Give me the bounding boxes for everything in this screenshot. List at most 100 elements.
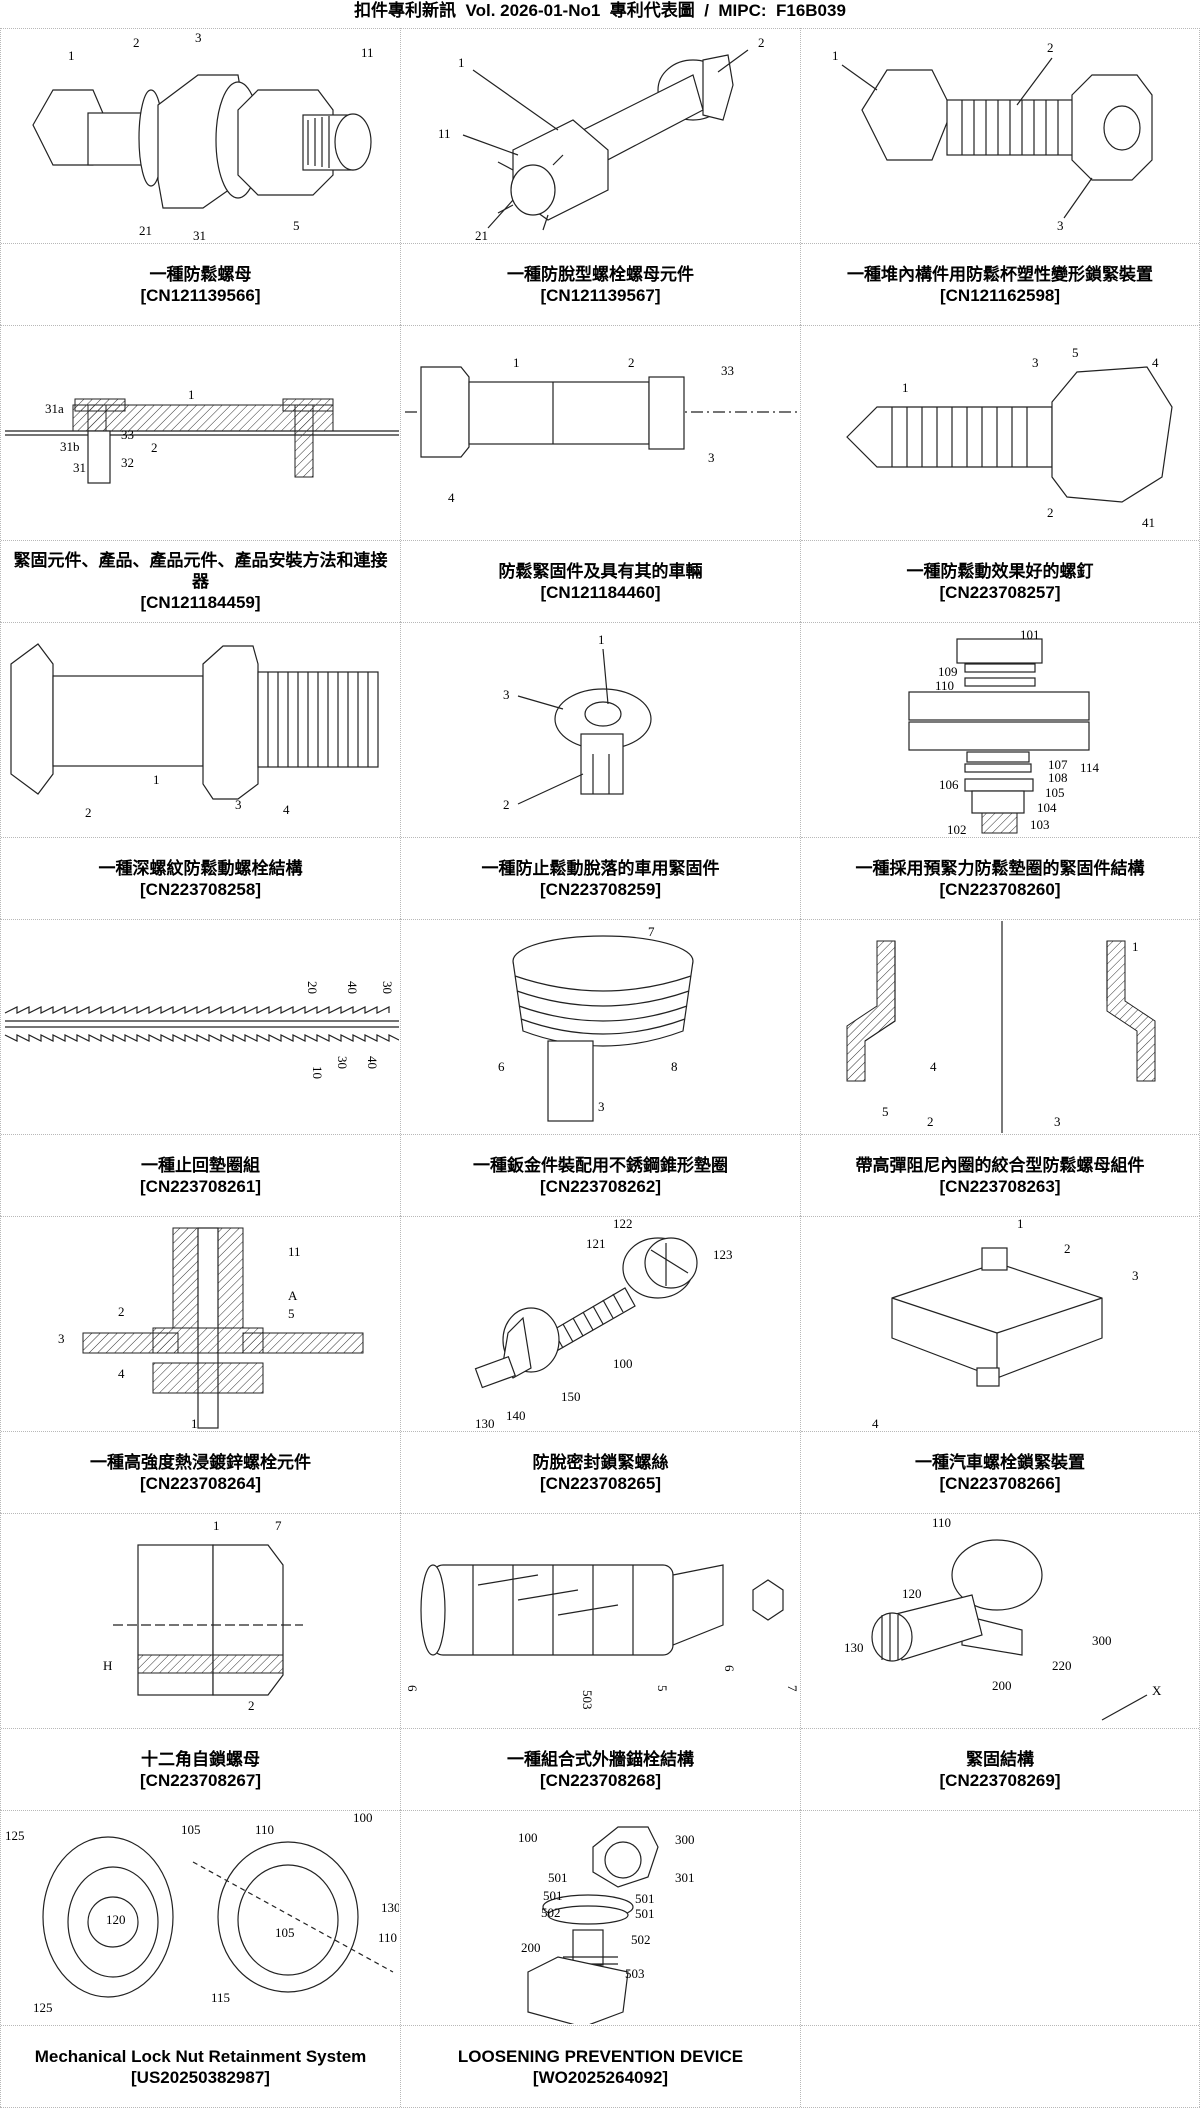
patent-title: 一種深螺紋防鬆動螺栓結構 [98, 858, 303, 878]
callout-label: 4 [930, 1059, 937, 1074]
patent-number[interactable]: [CN223708265] [540, 1473, 661, 1493]
callout-label: 501 [635, 1891, 655, 1906]
callout-label: 100 [518, 1830, 538, 1845]
callout-label: 7 [648, 924, 655, 939]
patent-number[interactable]: [CN223708264] [140, 1473, 261, 1493]
patent-card: 2 1 3 4 一種深螺紋防鬆動螺栓結構 [CN223708258] [0, 622, 400, 919]
patent-title: 一種採用預緊力防鬆墊圈的緊固件結構 [855, 858, 1145, 878]
patent-drawing: 1 4 5 2 3 [801, 920, 1199, 1135]
patent-number[interactable]: [WO2025264092] [532, 2067, 669, 2087]
callout-label: 2 [85, 805, 92, 820]
callout-label: 7 [785, 1685, 799, 1692]
patent-card: 31a 1 31b 31 33 32 2 緊固元件、產品、產品元件、產品安裝方法… [0, 325, 400, 622]
patent-number[interactable]: [CN223708267] [140, 1770, 261, 1790]
patent-number[interactable]: [CN223708268] [540, 1770, 661, 1790]
callout-label: 1 [188, 387, 195, 402]
patent-caption: 一種防鬆動效果好的螺釘 [CN223708257] [801, 541, 1199, 622]
patent-number[interactable]: [CN121184459] [140, 593, 261, 612]
preload-washer-drawing: 101 109 110 114 107 108 106 105 104 103 … [908, 627, 1100, 836]
patent-drawing: 1 7 H 2 [1, 1514, 400, 1729]
patent-number[interactable]: [CN223708262] [540, 1176, 661, 1196]
callout-label: 2 [248, 1698, 255, 1713]
patent-drawing: 11 2 A 5 3 4 1 [1, 1217, 400, 1432]
grid-row: 11 2 A 5 3 4 1 一種高強度熱浸鍍鋅螺栓元件 [CN22370826… [0, 1216, 1200, 1513]
patent-caption: 帶高彈阻尼內圈的絞合型防鬆螺母組件 [CN223708263] [801, 1135, 1199, 1216]
patent-number[interactable]: [CN223708269] [939, 1770, 1061, 1790]
patent-drawing: 125 105 110 100 120 105 110 130 125 115 [1, 1811, 400, 2026]
patent-title: 一種防鬆動效果好的螺釘 [906, 561, 1094, 581]
grid-row: 1 2 3 11 21 31 5 一種防鬆螺母 [CN121139566] [0, 28, 1200, 325]
patent-caption: 緊固元件、產品、產品元件、產品安裝方法和連接器 [CN121184459] [1, 541, 400, 622]
callout-label: 502 [541, 1905, 561, 1920]
sealing-screw-drawing: 122 121 123 100 150 140 130 [474, 1218, 732, 1430]
patent-number[interactable]: [CN223708260] [939, 879, 1061, 899]
patent-number[interactable]: [CN223708259] [540, 879, 661, 899]
callout-label: 10 [310, 1066, 325, 1079]
patent-title: 防脫密封鎖緊螺絲 [532, 1452, 669, 1472]
patent-number[interactable]: [US20250382987] [131, 2067, 270, 2087]
patent-number[interactable]: [CN121184460] [540, 582, 661, 602]
patent-card: 110 120 130 300 220 200 X 緊固結構 [CN223708… [800, 1513, 1200, 1810]
patent-card: 7 6 8 3 一種鈑金件裝配用不銹鋼錐形墊圈 [CN223708262] [400, 919, 800, 1216]
callout-label: 1 [213, 1518, 220, 1533]
callout-label: 1 [191, 1416, 198, 1430]
patent-caption: 十二角自鎖螺母 [CN223708267] [1, 1729, 400, 1810]
callout-label: 130 [381, 1900, 399, 1915]
twelve-point-nut-drawing: 1 7 H 2 [103, 1518, 303, 1713]
callout-label: 3 [1054, 1114, 1061, 1129]
callout-label: 4 [1152, 355, 1159, 370]
callout-label: 115 [211, 1990, 230, 2005]
patent-card: 1 2 3 一種堆內構件用防鬆杯塑性變形鎖緊裝置 [CN121162598] [800, 28, 1200, 325]
callout-label: 3 [708, 450, 715, 465]
patent-number[interactable]: [CN121139566] [140, 285, 261, 305]
callout-label: 301 [675, 1870, 695, 1885]
callout-label: 1 [153, 772, 160, 787]
patent-card: 122 121 123 100 150 140 130 防脫密封鎖緊螺絲 [CN… [400, 1216, 800, 1513]
callout-label: 40 [365, 1056, 380, 1069]
patent-number[interactable]: [CN223708258] [140, 879, 261, 899]
patent-drawing: 20 40 30 10 30 40 [1, 920, 400, 1135]
callout-label: 105 [1045, 785, 1065, 800]
callout-label: 20 [305, 981, 320, 994]
callout-label: 200 [992, 1678, 1012, 1693]
callout-label: 1 [902, 380, 909, 395]
patent-number[interactable]: [CN223708266] [939, 1473, 1061, 1493]
callout-label: A [288, 1288, 298, 1303]
callout-label: 2 [927, 1114, 934, 1129]
callout-label: 1 [832, 48, 839, 63]
callout-label: 3 [195, 30, 202, 45]
patent-number[interactable]: [CN223708263] [939, 1176, 1061, 1196]
patent-caption: 一種防脫型螺栓螺母元件 [CN121139567] [401, 244, 800, 325]
patent-caption: LOOSENING PREVENTION DEVICE [WO202526409… [401, 2026, 800, 2107]
callout-label: 503 [580, 1690, 595, 1710]
patent-card: 1 3 2 一種防止鬆動脫落的車用緊固件 [CN223708259] [400, 622, 800, 919]
patent-number[interactable]: [CN223708257] [939, 582, 1061, 602]
patent-number[interactable]: [CN121162598] [939, 285, 1061, 305]
patent-caption: 防鬆緊固件及具有其的車輛 [CN121184460] [401, 541, 800, 622]
callout-label: 4 [118, 1366, 125, 1381]
callout-label: 104 [1037, 800, 1057, 815]
callout-label: 5 [288, 1306, 295, 1321]
callout-label: 502 [631, 1932, 651, 1947]
callout-label: 8 [671, 1059, 678, 1074]
patent-number[interactable]: [CN223708261] [140, 1176, 261, 1196]
callout-label: X [1152, 1683, 1162, 1698]
patent-title: 緊固結構 [966, 1749, 1034, 1769]
patent-number[interactable]: [CN121139567] [540, 285, 661, 305]
callout-label: 2 [503, 797, 510, 812]
patent-card: 125 105 110 100 120 105 110 130 125 115 … [0, 1810, 400, 2107]
patent-caption: 一種止回墊圈組 [CN223708261] [1, 1135, 400, 1216]
vehicle-fastener-drawing: 1 3 2 [503, 632, 652, 812]
patent-drawing: 1 2 33 3 4 [401, 326, 800, 541]
patent-drawing: 7 6 8 3 [401, 920, 800, 1135]
page-header: 扣件專利新訊 Vol. 2026-01-No1 專利代表圖 / MIPC: F1… [354, 1, 846, 20]
patent-card: 100 300 301 501 501 501 501 502 502 200 … [400, 1810, 800, 2107]
callout-label: 6 [405, 1685, 420, 1692]
callout-label: 120 [106, 1912, 126, 1927]
callout-label: 125 [33, 2000, 53, 2015]
callout-label: 2 [758, 35, 765, 50]
callout-label: 501 [543, 1888, 563, 1903]
galvanized-bolt-drawing: 11 2 A 5 3 4 1 [58, 1227, 363, 1430]
patent-title: 一種防止鬆動脫落的車用緊固件 [481, 858, 720, 878]
patent-drawing: 1 3 2 [401, 623, 800, 838]
